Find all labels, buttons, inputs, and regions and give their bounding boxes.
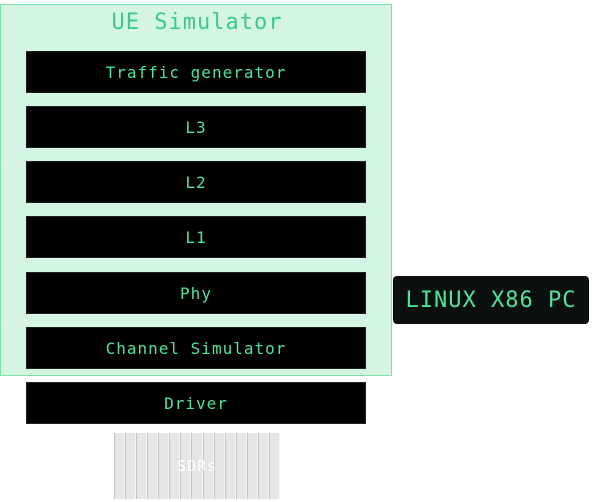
channel-simulator-block: Channel Simulator: [26, 327, 366, 369]
traffic-generator-block: Traffic generator: [26, 51, 366, 93]
sdrs-group: SDRs: [114, 433, 280, 499]
sdr-bar: [235, 433, 247, 499]
sdr-bar: [125, 433, 137, 499]
l3-block: L3: [26, 106, 366, 148]
ue-simulator-title: UE Simulator: [111, 10, 283, 35]
sdr-bar: [213, 433, 225, 499]
sdr-bar: [268, 433, 280, 499]
sdr-bars: [114, 433, 280, 499]
sdr-bar: [191, 433, 203, 499]
sdr-bar: [202, 433, 214, 499]
l1-block: L1: [26, 216, 366, 258]
sdr-bar: [158, 433, 170, 499]
sdr-bar: [136, 433, 148, 499]
phy-block: Phy: [26, 272, 366, 314]
sdr-bar: [257, 433, 269, 499]
sdrs-label: SDRs: [176, 457, 218, 475]
linux-x86-pc-box: LINUX X86 PC: [393, 276, 589, 324]
sdr-bar: [114, 433, 126, 499]
sdr-bar: [224, 433, 236, 499]
sdr-bar: [246, 433, 258, 499]
l2-block: L2: [26, 161, 366, 203]
sdr-bar: [147, 433, 159, 499]
driver-block: Driver: [26, 382, 366, 424]
sdr-bar: [180, 433, 192, 499]
sdr-bar: [169, 433, 181, 499]
